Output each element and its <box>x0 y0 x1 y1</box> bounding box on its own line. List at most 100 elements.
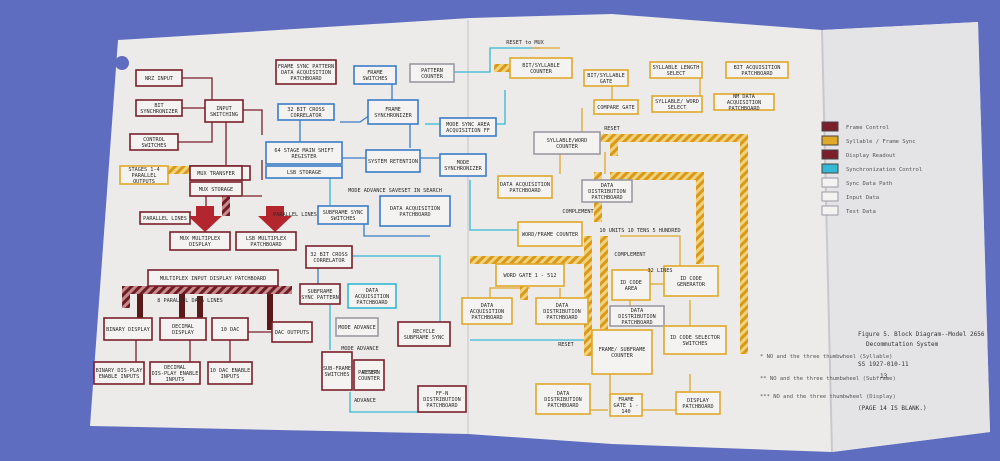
block-label: SWITCHING <box>210 112 238 118</box>
block-label: ENABLE INPUTS <box>99 374 140 380</box>
parallel-lines-label: PARALLEL LINES <box>273 212 317 218</box>
figure-title: Figure 5. Block Diagram--Model 2656 <box>858 331 985 338</box>
block-outline <box>305 245 353 269</box>
block-label: MUX MULTIPLEX <box>180 236 221 242</box>
reset-label-2: RESET <box>604 126 620 132</box>
block-label: SELECT <box>668 105 687 111</box>
block-outline <box>461 297 513 325</box>
block-label: NRZ INPUT <box>145 76 173 82</box>
block-label: SWITCHES <box>363 76 388 82</box>
footnotes: * NO and the three thumbwheel (Syllable)… <box>760 354 896 400</box>
legend-label: Synchronization Control <box>846 167 922 173</box>
block-outline <box>169 231 231 251</box>
block-label: SYLLABLE/ WORD <box>655 99 699 105</box>
block-label: SELECT <box>667 71 686 77</box>
block-label: 32 BIT CROSS <box>287 107 324 113</box>
block-label: NM DATA <box>733 94 756 100</box>
block-label: AREA <box>625 286 638 292</box>
block-label: 64 STAGE MAIN SHIFT <box>274 148 333 154</box>
block-b15: 10 DAC <box>211 317 249 341</box>
block-outline <box>675 391 721 415</box>
block-label: DISPLAY <box>189 242 212 248</box>
block-label: COMPARE GATE <box>597 105 634 111</box>
block-outline <box>609 305 665 327</box>
block-outline <box>611 269 651 301</box>
block-label: SWITCHES <box>683 341 708 347</box>
block-label: MUX STORAGE <box>199 187 233 193</box>
maroon-bus <box>122 196 292 308</box>
legend-label: Syllable / Frame Sync <box>846 139 916 145</box>
block-label: SYNCHRONIZER <box>140 109 178 115</box>
paper-fold-shadow <box>822 22 990 452</box>
block-outline <box>93 361 145 385</box>
block-label: DATA ACQUISITION <box>500 182 550 188</box>
block-label: DISTRIBUTION <box>588 189 625 195</box>
block-label: SYNCHRONIZER <box>374 113 412 119</box>
block-outline <box>139 211 191 225</box>
block-b8: MUX STORAGE <box>189 181 243 197</box>
block-label: PATCHBOARD <box>426 403 457 409</box>
block-label: COUNTER <box>358 376 381 382</box>
block-label: DECIMAL <box>172 324 194 330</box>
block-label: 32 BIT CROSS <box>310 252 347 258</box>
block-label: DAC OUTPUTS <box>275 330 309 336</box>
block-outline <box>103 317 153 341</box>
block-label: MUX TRANSFER <box>197 171 235 177</box>
block-label: PATCHBOARD <box>682 404 713 410</box>
block-b43: COMPARE GATE <box>593 99 639 115</box>
legend-swatch <box>821 205 839 216</box>
block-label: BINARY DIS-PLAY <box>96 368 144 374</box>
block-label: DISPLAY <box>172 330 195 336</box>
block-outline <box>275 59 337 85</box>
block-label: DATA <box>631 308 644 314</box>
block-label: BINARY DISPLAY <box>106 327 151 333</box>
block-label: PATCHBOARD <box>591 195 622 201</box>
block-b50: WORD GATE 1 - 512 <box>495 263 565 287</box>
block-outline <box>265 141 343 165</box>
block-label: FRAME <box>367 70 383 76</box>
block-outline <box>189 181 243 197</box>
legend-swatch <box>821 177 839 188</box>
block-outline <box>119 165 169 185</box>
block-label: GENERATOR <box>677 282 706 288</box>
block-label: SWITCHES <box>325 372 350 378</box>
block-label: SWITCHES <box>331 216 356 222</box>
block-label: DATA <box>556 303 569 309</box>
block-label: BIT/SYLLABLE <box>522 63 559 69</box>
complement-label-2: COMPLEMENT <box>614 252 645 258</box>
block-label: PATCHBOARD <box>547 403 578 409</box>
block-label: COUNTER <box>530 69 553 75</box>
binder-hole <box>79 198 93 212</box>
block-label: SYNCHRONIZER <box>444 166 482 172</box>
block-label: PATCHBOARD <box>471 315 502 321</box>
block-outline <box>365 149 421 173</box>
block-label: SYNC PATTERN <box>301 295 338 301</box>
paper-fold-line-right <box>821 29 833 453</box>
block-outline <box>211 317 249 341</box>
block-label: INPUTS <box>166 377 185 383</box>
block-label: 10 DAC <box>221 327 240 333</box>
block-b34: MODE ADVANCE <box>335 317 379 337</box>
block-label: SYLLABLE LENGTH <box>653 65 700 71</box>
block-outline <box>235 231 297 251</box>
block-label: DISTRIBUTION <box>543 309 580 315</box>
block-label: ACQUISITION FF <box>446 128 490 134</box>
block-outline <box>149 361 201 385</box>
binder-hole <box>38 373 52 387</box>
figure-caption: Figure 5. Block Diagram--Model 2656 Deco… <box>858 331 985 412</box>
block-label: DATA <box>557 391 570 397</box>
